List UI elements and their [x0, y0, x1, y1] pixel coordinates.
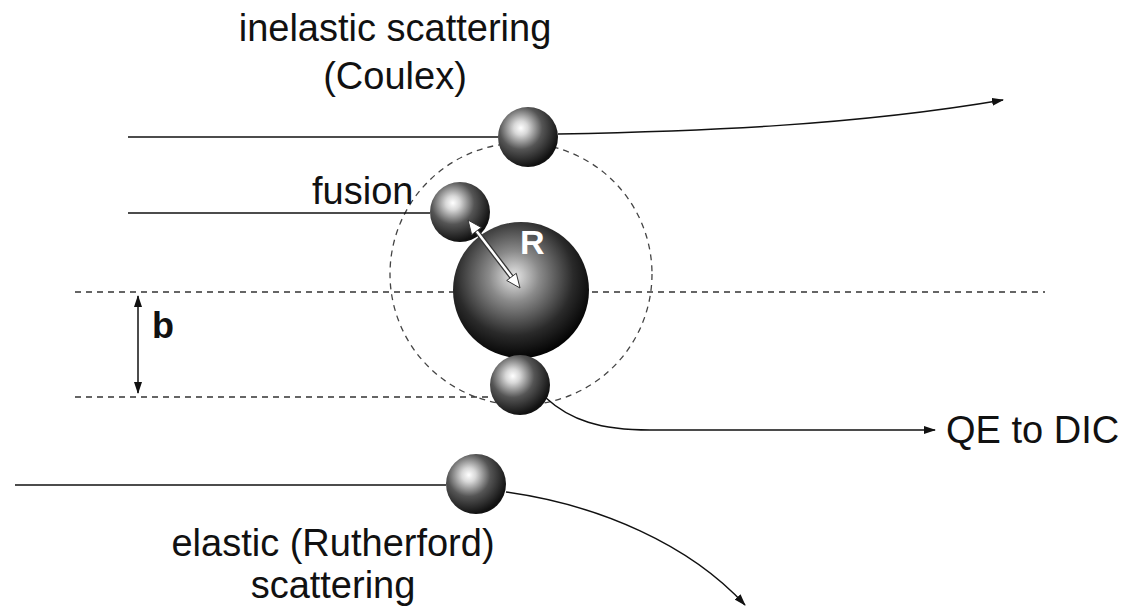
radius-arrowhead [468, 220, 481, 235]
impact-line [75, 396, 500, 397]
trajectory-line [546, 398, 935, 430]
trajectory-line [128, 136, 498, 138]
radius-arrowhead [507, 273, 520, 288]
reaction-label: elastic (Rutherford) scattering [148, 522, 518, 606]
projectile-nucleus [446, 454, 506, 514]
impact-parameter-symbol: b [152, 306, 182, 346]
radius-arrow [477, 231, 512, 277]
target-nucleus [453, 222, 589, 358]
trajectory-line [558, 100, 1003, 134]
radius-arrow [477, 231, 512, 277]
impact-parameter-arrow [137, 296, 139, 393]
projectile-nucleus [498, 107, 558, 167]
trajectory-line [128, 212, 430, 214]
trajectory-line [15, 484, 446, 486]
trajectory-line [506, 492, 745, 605]
reaction-label: QE to DIC [946, 410, 1136, 450]
radius-symbol: R [520, 224, 550, 260]
reaction-label: fusion [312, 172, 422, 210]
reaction-label: inelastic scattering (Coulex) [230, 4, 560, 100]
projectile-nucleus [490, 355, 550, 415]
